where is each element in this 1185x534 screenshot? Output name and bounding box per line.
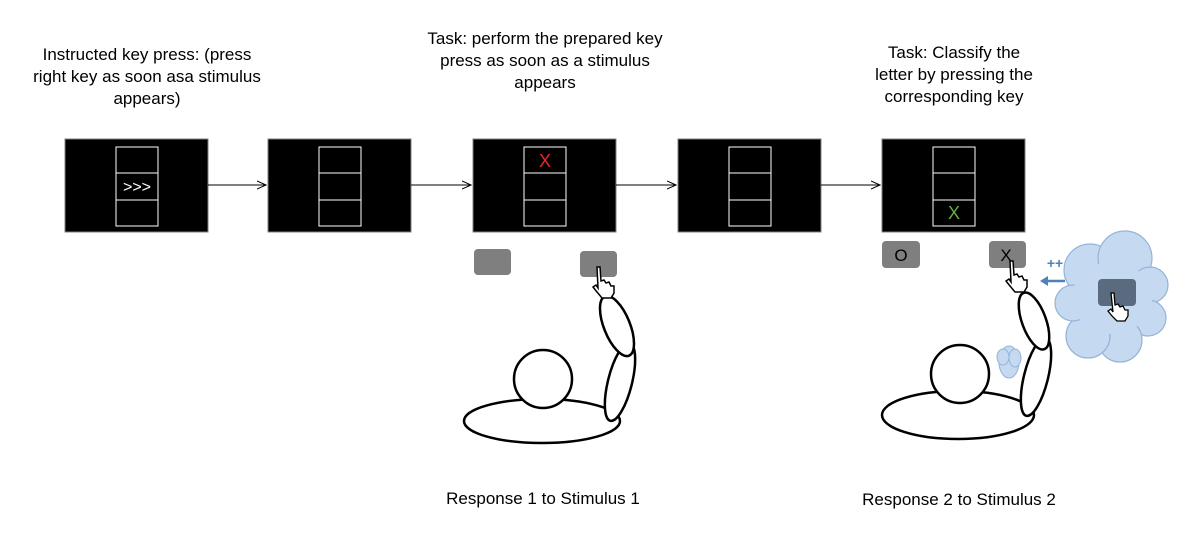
pointing-hand-icon bbox=[1004, 260, 1028, 293]
arrow-cue: >>> bbox=[123, 179, 151, 196]
participant-2 bbox=[880, 291, 1053, 441]
forearm-1 bbox=[598, 294, 636, 358]
screen-4 bbox=[677, 138, 822, 233]
participant-1 bbox=[462, 294, 637, 445]
head-1 bbox=[512, 348, 574, 410]
influence-arrowhead bbox=[1040, 276, 1048, 286]
screen-5: X bbox=[881, 138, 1026, 233]
screen-2 bbox=[267, 138, 412, 233]
response-2-label: Response 2 to Stimulus 2 bbox=[862, 490, 1056, 509]
pointing-hand-icon bbox=[591, 266, 615, 299]
forearm-2 bbox=[1017, 291, 1051, 351]
stimulus-2-letter: X bbox=[948, 203, 960, 223]
left-key-2-label: O bbox=[894, 246, 907, 265]
thought-bubble-small bbox=[996, 345, 1022, 379]
response-1-label: Response 1 to Stimulus 1 bbox=[446, 489, 640, 508]
imagined-key bbox=[1098, 279, 1136, 306]
head-2 bbox=[929, 343, 991, 405]
caption-screen3: Task: perform the prepared key press as … bbox=[427, 29, 663, 92]
caption-screen1: Instructed key press: (press right key a… bbox=[33, 45, 261, 108]
screen-1: >>> bbox=[64, 138, 209, 233]
stimulus-1-letter: X bbox=[539, 151, 551, 171]
left-key-2 bbox=[882, 241, 920, 268]
imagined-pointing-hand-icon bbox=[1107, 292, 1129, 322]
right-key-2 bbox=[989, 241, 1026, 268]
boost-label: ++ bbox=[1047, 255, 1063, 271]
left-key-1 bbox=[474, 249, 511, 275]
screen-3: X bbox=[472, 138, 617, 233]
caption-screen5: Task: Classify the letter by pressing th… bbox=[875, 43, 1033, 106]
right-key-2-label: X bbox=[1000, 246, 1011, 265]
right-key-1 bbox=[580, 251, 617, 277]
